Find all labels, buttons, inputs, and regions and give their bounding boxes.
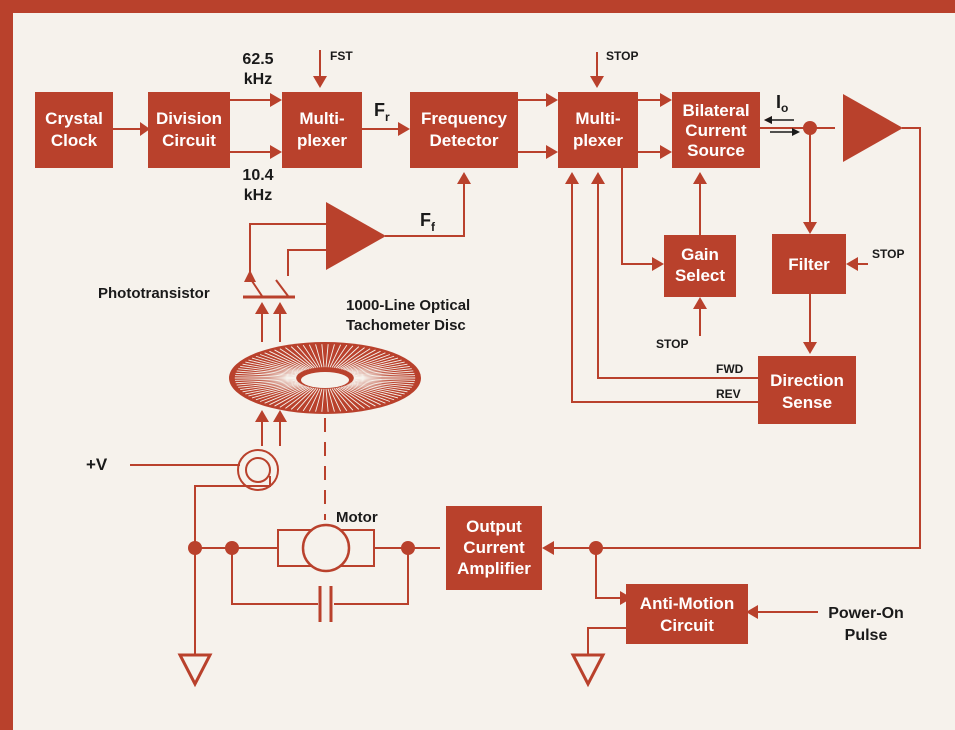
multiplexer-2-block: Multi-plexer [558, 92, 638, 168]
phototransistor-amplifier [326, 202, 386, 270]
junction-node-capacitor-right [401, 541, 415, 555]
fwd-label: FWD [716, 362, 744, 376]
stop-label-multiplexer: STOP [606, 49, 638, 63]
ground-symbol-right [570, 653, 606, 688]
wires [104, 50, 921, 655]
svg-text:Filter: Filter [788, 255, 830, 274]
plus-v-label: +V [86, 455, 108, 474]
junction-node-amplifier-input [589, 541, 603, 555]
fr-label: Fr [374, 100, 390, 124]
top-frame-bar [0, 0, 955, 13]
io-label: Io [776, 92, 788, 115]
filter-block: Filter [772, 234, 846, 294]
ground-symbol-left [177, 653, 213, 688]
multiplexer-1-block: Multi-plexer [282, 92, 362, 168]
left-frame-bar [0, 0, 13, 730]
svg-text:Multi-plexer: Multi-plexer [573, 109, 623, 150]
junction-node-capacitor-left [225, 541, 239, 555]
fst-label: FST [330, 49, 353, 63]
motor-icon [301, 523, 351, 573]
stop-label-gain-select: STOP [656, 337, 688, 351]
tachometer-disc-icon [229, 342, 421, 414]
junction-node-ground-left [188, 541, 202, 555]
svg-text:Multi-plexer: Multi-plexer [297, 109, 347, 150]
led-inner-circle [245, 457, 271, 483]
stop-label-filter: STOP [872, 247, 904, 261]
motor-label: Motor [336, 509, 378, 526]
rev-label: REV [716, 387, 741, 401]
led-outer-circle [237, 449, 279, 491]
output-amplifier [843, 94, 903, 162]
junction-node-output [803, 121, 817, 135]
ff-label: Ff [420, 210, 436, 234]
phototransistor-label: Phototransistor [98, 285, 210, 302]
